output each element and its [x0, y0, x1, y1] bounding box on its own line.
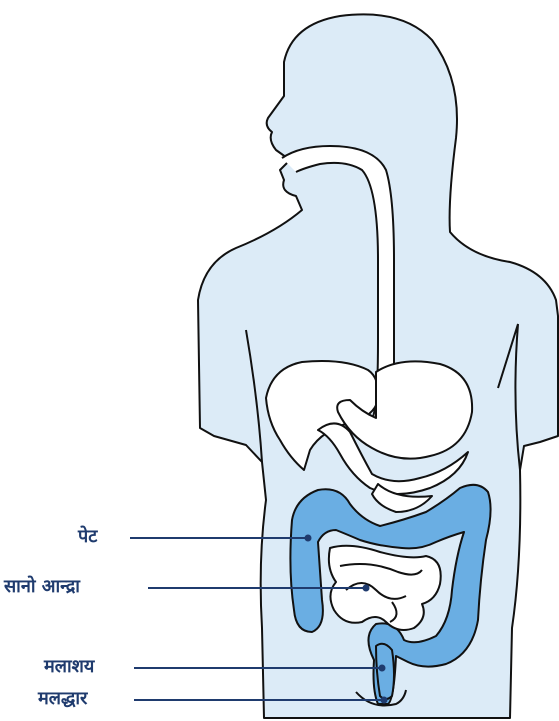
- rectum-leader-dot: [379, 665, 386, 672]
- small-intestine-leader-dot: [363, 585, 370, 592]
- small-intestine-label: सानो आन्द्रा: [4, 578, 80, 596]
- stomach-label: पेट: [78, 528, 97, 546]
- rectum: [376, 644, 394, 699]
- anus-leader-dot: [381, 697, 388, 704]
- anus-label: मलद्धार: [38, 690, 87, 708]
- stomach-leader-dot: [305, 535, 312, 542]
- rectum-label: मलाशय: [44, 658, 94, 676]
